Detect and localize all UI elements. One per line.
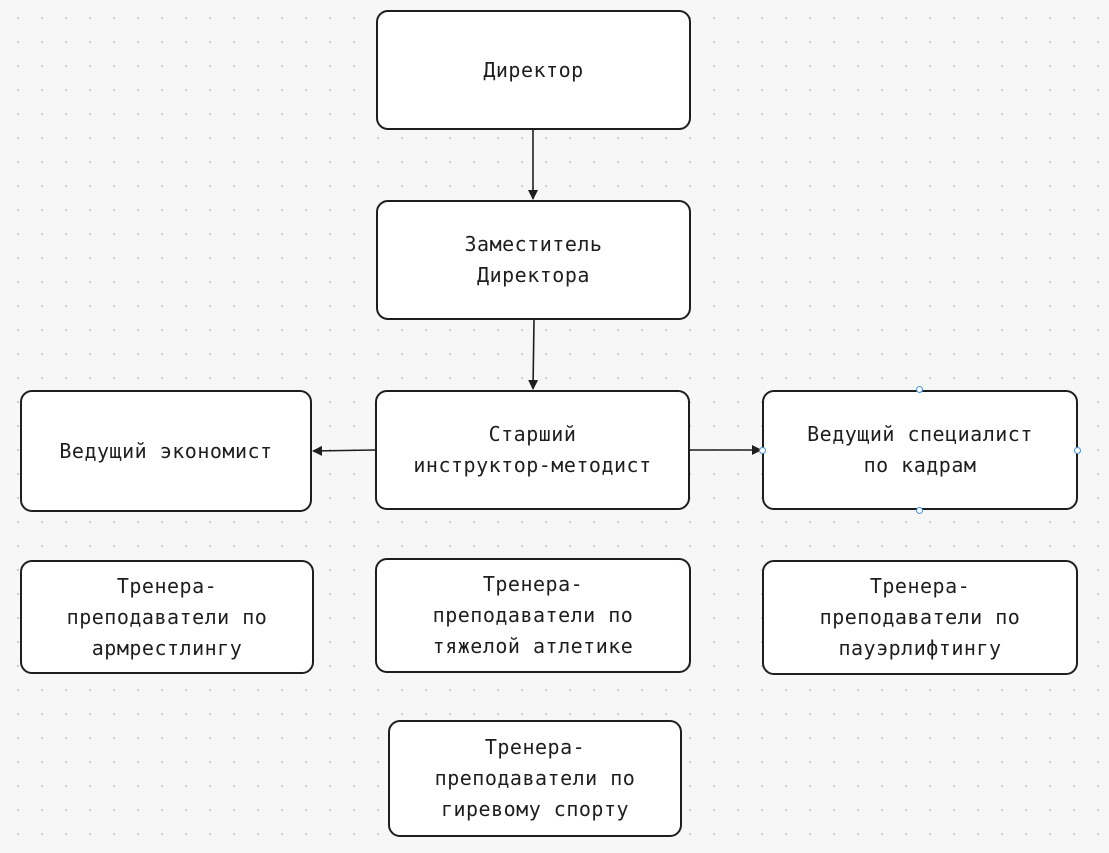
node-director[interactable]: Директор bbox=[376, 10, 691, 130]
edge-deputy-to-senior-instructor[interactable] bbox=[528, 319, 539, 390]
node-senior-instructor[interactable]: Старший инструктор-методист bbox=[375, 390, 690, 510]
node-deputy-director[interactable]: Заместитель Директора bbox=[376, 200, 691, 320]
node-deputy-director-label: Заместитель Директора bbox=[464, 232, 603, 287]
selection-handle-right[interactable] bbox=[1074, 447, 1081, 454]
node-lead-economist[interactable]: Ведущий экономист bbox=[20, 390, 312, 512]
selection-handle-bottom[interactable] bbox=[916, 507, 923, 514]
node-trainers-weightlifting-label: Тренера- преподаватели по тяжелой атлети… bbox=[432, 572, 634, 658]
node-trainers-armwrestling[interactable]: Тренера- преподаватели по армрестлингу bbox=[20, 560, 314, 674]
selection-handle-top[interactable] bbox=[916, 386, 923, 393]
node-hr-specialist-label: Ведущий специалист по кадрам bbox=[807, 422, 1033, 477]
node-trainers-kettlebell[interactable]: Тренера- преподаватели по гиревому спорт… bbox=[388, 720, 682, 837]
node-director-label: Директор bbox=[483, 57, 584, 82]
selection-handle-left[interactable] bbox=[759, 447, 766, 454]
edge-senior-instructor-to-economist[interactable] bbox=[312, 445, 376, 456]
node-trainers-powerlifting-label: Тренера- преподаватели по пауэрлифтингу bbox=[819, 574, 1021, 660]
node-hr-specialist[interactable]: Ведущий специалист по кадрам bbox=[762, 390, 1078, 510]
node-lead-economist-label: Ведущий экономист bbox=[59, 438, 273, 463]
node-trainers-powerlifting[interactable]: Тренера- преподаватели по пауэрлифтингу bbox=[762, 560, 1078, 675]
node-senior-instructor-label: Старший инструктор-методист bbox=[413, 422, 652, 477]
node-trainers-kettlebell-label: Тренера- преподаватели по гиревому спорт… bbox=[434, 735, 636, 821]
node-trainers-armwrestling-label: Тренера- преподаватели по армрестлингу bbox=[66, 573, 268, 660]
node-trainers-weightlifting[interactable]: Тренера- преподаватели по тяжелой атлети… bbox=[375, 558, 691, 673]
